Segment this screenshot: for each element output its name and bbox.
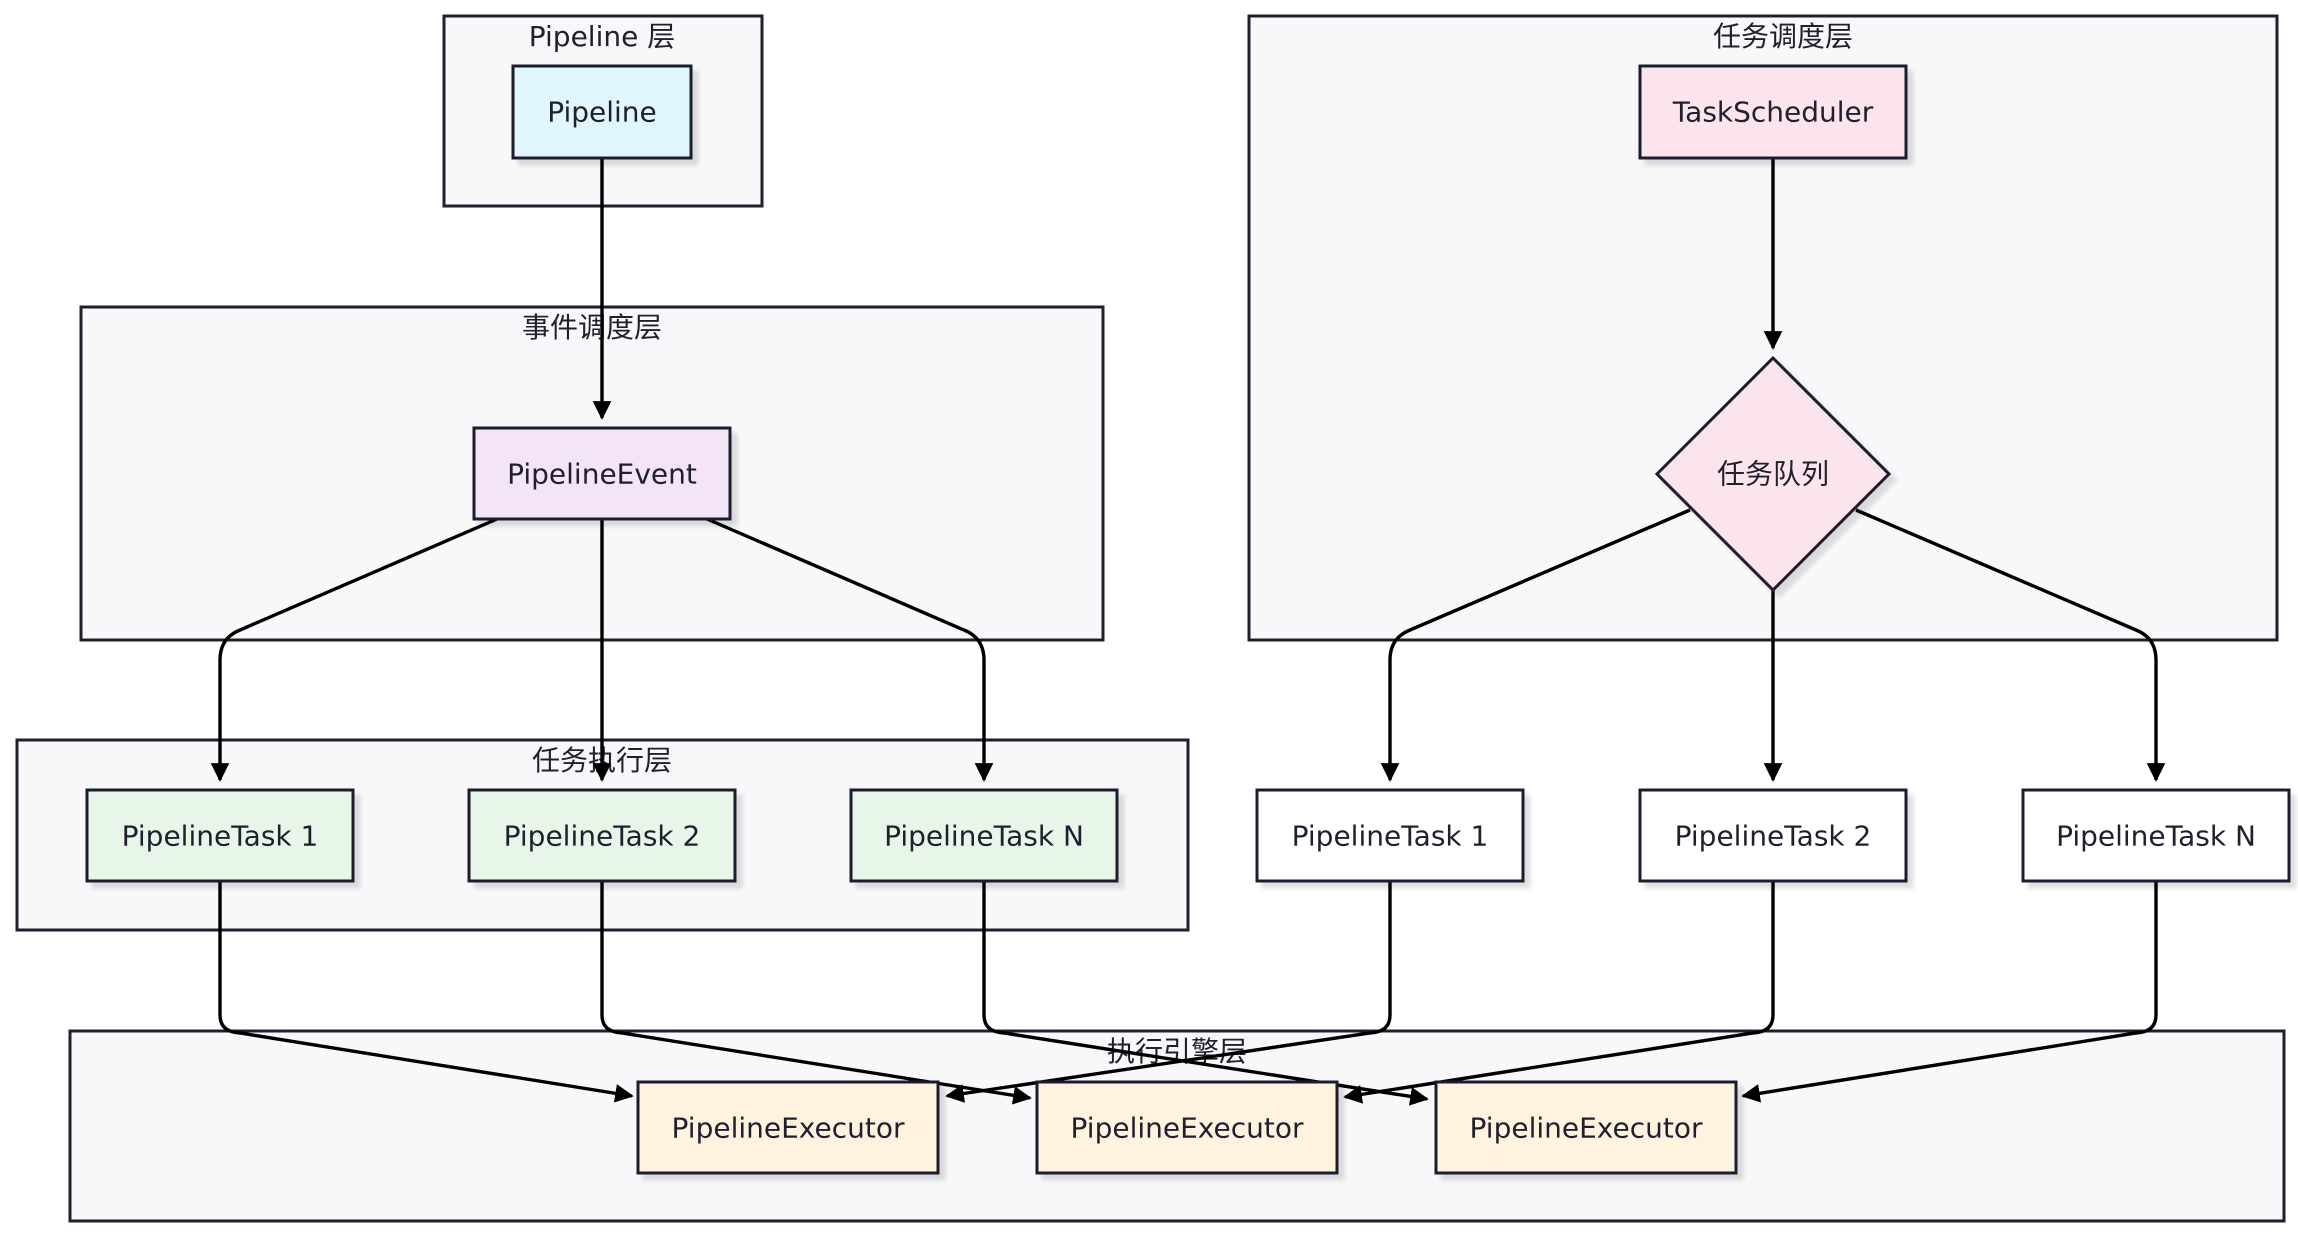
node-task-queue-label: 任务队列 bbox=[1717, 458, 1829, 491]
edge-event-to-exec-task-n bbox=[706, 517, 994, 782]
task-queue-diamond bbox=[1654, 355, 1892, 593]
node-task-scheduler[interactable]: TaskScheduler bbox=[1638, 64, 1908, 160]
layer-pipeline-title: Pipeline 层 bbox=[529, 20, 675, 53]
node-exec-task-1-label: PipelineTask 1 bbox=[122, 820, 319, 853]
node-sched-task-1-label: PipelineTask 1 bbox=[1292, 820, 1489, 853]
edge-sched-task-1-to-executor-1 bbox=[945, 881, 1392, 1103]
node-sched-task-n-label: PipelineTask N bbox=[2056, 820, 2256, 853]
node-executor-1-label: PipelineExecutor bbox=[672, 1112, 905, 1145]
node-task-scheduler-label: TaskScheduler bbox=[1672, 96, 1874, 129]
edge-exec-task-1-to-executor-1 bbox=[218, 881, 634, 1103]
node-pipeline-event[interactable]: PipelineEvent bbox=[472, 426, 732, 521]
node-pipeline-label: Pipeline bbox=[547, 96, 657, 129]
node-sched-task-n[interactable]: PipelineTask N bbox=[2021, 788, 2291, 883]
edge-queue-to-sched-task-1 bbox=[1380, 508, 1691, 782]
node-executor-1[interactable]: PipelineExecutor bbox=[636, 1080, 940, 1175]
node-pipeline-event-label: PipelineEvent bbox=[507, 458, 697, 491]
layer-scheduler-title: 任务调度层 bbox=[1713, 20, 1853, 53]
edge-sched-task-n-to-executor-3 bbox=[1741, 881, 2158, 1103]
node-exec-task-2[interactable]: PipelineTask 2 bbox=[467, 788, 737, 883]
node-executor-3[interactable]: PipelineExecutor bbox=[1434, 1080, 1738, 1175]
node-executor-2-label: PipelineExecutor bbox=[1071, 1112, 1304, 1145]
node-sched-task-2-label: PipelineTask 2 bbox=[1675, 820, 1872, 853]
edge-sched-task-2-to-executor-2 bbox=[1343, 881, 1775, 1104]
node-exec-task-2-label: PipelineTask 2 bbox=[504, 820, 701, 853]
node-pipeline[interactable]: Pipeline bbox=[511, 64, 693, 160]
node-exec-task-1[interactable]: PipelineTask 1 bbox=[85, 788, 355, 883]
edge-exec-task-n-to-executor-3 bbox=[982, 881, 1429, 1106]
node-sched-task-1[interactable]: PipelineTask 1 bbox=[1255, 788, 1525, 883]
node-exec-task-n[interactable]: PipelineTask N bbox=[849, 788, 1119, 883]
edge-queue-to-sched-task-n bbox=[1855, 508, 2166, 782]
layer-event-title: 事件调度层 bbox=[522, 311, 662, 344]
node-executor-2[interactable]: PipelineExecutor bbox=[1035, 1080, 1339, 1175]
edge-exec-task-2-to-executor-2 bbox=[600, 881, 1032, 1105]
edge-event-to-exec-task-1 bbox=[210, 517, 498, 782]
node-exec-task-n-label: PipelineTask N bbox=[884, 820, 1084, 853]
node-task-queue[interactable]: 任务队列 bbox=[1654, 355, 1892, 593]
node-executor-3-label: PipelineExecutor bbox=[1470, 1112, 1703, 1145]
node-sched-task-2[interactable]: PipelineTask 2 bbox=[1638, 788, 1908, 883]
edges bbox=[210, 158, 2166, 1106]
